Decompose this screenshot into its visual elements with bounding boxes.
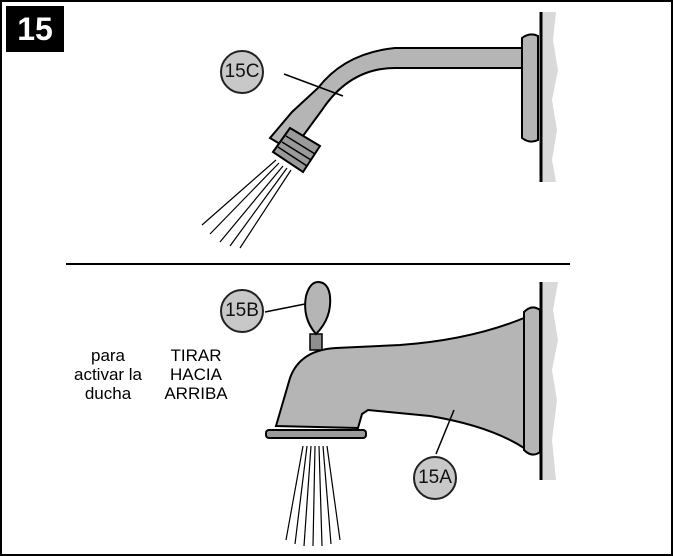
wall-texture-bottom — [541, 282, 558, 480]
instruction-right-line-1: TIRAR — [170, 346, 222, 365]
shower-spray — [201, 159, 292, 249]
callout-leader-15b — [264, 303, 306, 313]
instruction-right-line-3: ARRIBA — [164, 384, 228, 403]
callout-15c: 15C — [220, 50, 264, 94]
threaded-end — [271, 126, 322, 174]
spout-lip — [265, 429, 367, 439]
instruction-right: TIRAR HACIA ARRIBA — [150, 346, 242, 403]
callout-15a: 15A — [413, 456, 457, 500]
callout-leader-15a — [435, 409, 455, 455]
instruction-left-line-2: activar la — [73, 365, 143, 384]
callout-leader-15c — [283, 73, 344, 97]
callout-15b: 15B — [220, 289, 264, 333]
instruction-left: para activar la ducha — [56, 346, 160, 403]
spout-spray — [285, 445, 341, 547]
spout-body — [274, 316, 525, 450]
shower-flange — [521, 33, 539, 143]
instruction-left-line-1: para — [90, 346, 126, 365]
shower-arm-illustration — [201, 12, 558, 249]
instruction-left-line-3: ducha — [84, 384, 132, 403]
instruction-right-line-2: HACIA — [170, 365, 222, 384]
diverter-knob — [304, 280, 332, 336]
step-number-badge: 15 — [6, 6, 64, 52]
tub-spout-illustration — [264, 280, 558, 547]
shower-arm-pipe — [268, 47, 523, 152]
spout-flange — [523, 306, 541, 456]
diverter-stem — [309, 333, 323, 351]
wall-texture — [541, 12, 558, 182]
